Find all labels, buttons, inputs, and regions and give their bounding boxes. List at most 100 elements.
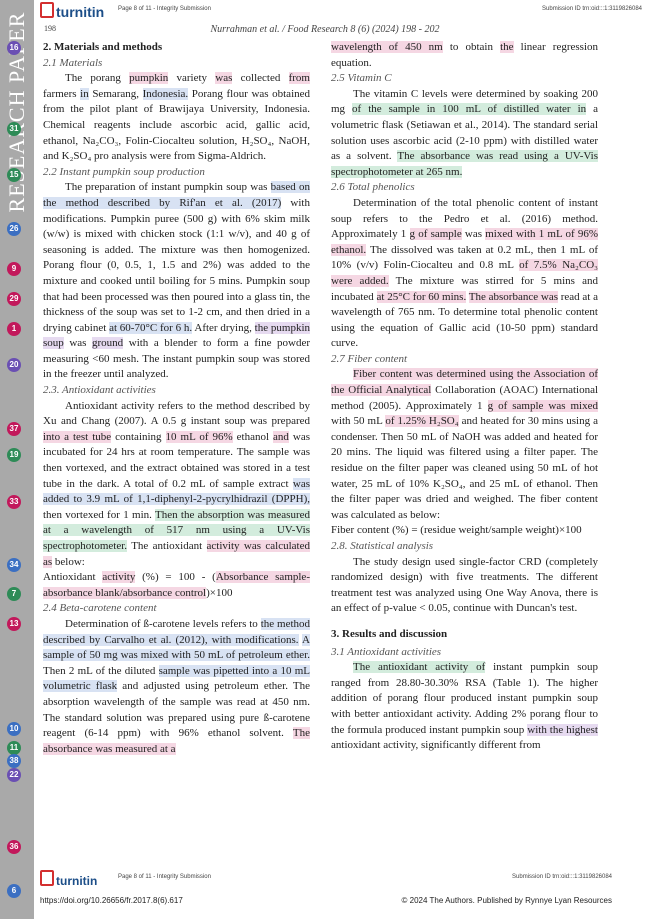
text-segment: into a test tube (43, 430, 112, 443)
page-number: 198 (44, 24, 56, 33)
text-segment: with 50 mL (331, 415, 386, 428)
footer-turnitin-logo: turnitin (40, 870, 97, 888)
text-segment: and (273, 430, 289, 443)
section-heading: 2. Materials and methods (43, 41, 163, 53)
text-segment: The study design used single-factor CRD … (331, 555, 598, 615)
text-segment: of 1.25% H₂SO₄ (385, 415, 459, 428)
text-segment: After drying, (192, 321, 255, 334)
text-segment: and heated for 30 mins using a condenser… (331, 415, 598, 521)
left-column: 2. Materials and methods 2.1 Materials T… (43, 40, 311, 757)
text-segment: with modifications. Pumpkin puree (500 g… (43, 196, 310, 334)
match-marker[interactable]: 11 (7, 741, 21, 755)
text-segment: The dissolved was taken at 0.2 mL, then … (331, 243, 598, 272)
paragraph: Fiber content was determined using the A… (331, 367, 598, 523)
paragraph: The porang pumpkin variety was collected… (43, 71, 310, 165)
paragraph: Antioxidant activity refers to the metho… (43, 399, 310, 571)
text-segment: at 25°C for 60 mins. (376, 290, 467, 303)
paragraph: wavelength of 450 nm to obtain the linea… (331, 40, 598, 71)
text-segment: and adjusted using petroleum ether. The … (43, 680, 310, 740)
text-segment: The vitamin C levels were determined by … (331, 87, 598, 116)
text-segment: wavelength of 450 nm (331, 41, 443, 53)
text-segment: (%) = 100 - ( (135, 571, 216, 584)
match-marker[interactable]: 26 (7, 222, 21, 236)
subsection-heading: 2.7 Fiber content (331, 352, 408, 365)
doi-link[interactable]: https://doi.org/10.26656/fr.2017.8(6).61… (40, 896, 183, 905)
match-marker[interactable]: 33 (7, 495, 21, 509)
subsection-heading: 2.6 Total phenolics (331, 181, 415, 194)
match-marker[interactable]: 13 (7, 617, 21, 631)
right-column: wavelength of 450 nm to obtain the linea… (331, 40, 599, 754)
text-segment: The mixture was stirred for 5 mins and i… (331, 274, 598, 303)
paragraph: Determination of the total phenolic cont… (331, 196, 599, 352)
text-segment: containing (111, 430, 166, 443)
match-marker[interactable]: 15 (7, 168, 21, 182)
match-marker[interactable]: 36 (7, 840, 21, 854)
text-segment: with a blender to form a fine powder mea… (43, 337, 310, 381)
text-segment: was incubated for 24 hrs at room tempera… (43, 430, 310, 490)
text-segment: Determination of ß-carotene levels refer… (65, 617, 261, 630)
text-segment: activity (102, 571, 136, 584)
turnitin-icon (40, 2, 54, 18)
match-marker[interactable]: 34 (7, 558, 21, 572)
copyright: © 2024 The Authors. Published by Rynnye … (401, 896, 612, 905)
match-marker[interactable]: 19 (7, 448, 21, 462)
match-marker[interactable]: 9 (7, 262, 21, 276)
match-marker[interactable]: 10 (7, 722, 21, 736)
match-marker[interactable]: 6 (7, 884, 21, 898)
text-segment: to obtain (442, 41, 501, 53)
subsection-heading: 2.5 Vitamin C (331, 72, 392, 85)
page-info: Page 8 of 11 - Integrity Submission (118, 6, 211, 12)
text-segment: below: (52, 555, 85, 568)
text-segment: variety (168, 72, 216, 85)
text-segment: collected (232, 72, 289, 85)
match-marker[interactable]: 20 (7, 358, 21, 372)
text-segment: with the highest (527, 723, 598, 736)
match-marker[interactable]: 1 (7, 322, 21, 336)
submission-id: Submission ID trn:oid:::1:3119826084 (542, 6, 642, 12)
text-segment: ground (92, 337, 124, 350)
text-segment: Indonesia. (142, 87, 189, 100)
text-segment: Antioxidant (43, 571, 103, 584)
match-marker[interactable]: 29 (7, 292, 21, 306)
text-segment: the (500, 41, 514, 53)
text-segment: a volumetric flask (Setiawan et al., 201… (331, 103, 599, 163)
text-segment: The preparation of instant pumpkin soup … (65, 181, 271, 194)
text-segment: The antioxidant activity of (353, 661, 486, 674)
match-marker[interactable]: 16 (7, 41, 21, 55)
text-segment: then vortexed for 1 min. (43, 508, 155, 521)
text-segment: instant pumpkin soup ranged from 28.80-3… (331, 661, 598, 736)
text-segment: in (80, 87, 89, 100)
text-segment: was (461, 228, 486, 241)
match-marker[interactable]: 37 (7, 422, 21, 436)
footer-page-info: Page 8 of 11 - Integrity Submission (118, 874, 211, 880)
text-segment: The porang (65, 72, 130, 85)
match-marker[interactable]: 7 (7, 587, 21, 601)
subsection-heading: 2.1 Materials (43, 56, 103, 69)
text-segment: g of sample (409, 228, 462, 241)
paragraph: The vitamin C levels were determined by … (331, 87, 598, 181)
header: turnitin Page 8 of 11 - Integrity Submis… (34, 0, 650, 40)
text-segment: of the sample in 100 mL of distilled wat… (352, 103, 587, 116)
text-segment: at 60-70°C for 6 h. (109, 321, 193, 334)
text-segment: read at a wavelength of 765 nm. To deter… (331, 290, 599, 350)
footer-submission-id: Submission ID trn:oid:::1:3119826084 (512, 874, 612, 880)
equation: Fiber content (%) = (residue weight/samp… (331, 524, 582, 537)
text-segment: pumpkin (129, 72, 169, 85)
text-segment: Antioxidant activity refers to the metho… (43, 399, 310, 428)
text-segment: 10 mL of 96% (165, 430, 233, 443)
match-marker[interactable]: 31 (7, 122, 21, 136)
subsection-heading: 2.8. Statistical analysis (331, 540, 434, 552)
section-heading: 3. Results and discussion (331, 627, 448, 640)
paragraph: The preparation of instant pumpkin soup … (43, 180, 311, 383)
text-segment: g of sample was mixed (487, 399, 598, 412)
text-segment: Semarang, (88, 87, 143, 100)
subsection-heading: 2.2 Instant pumpkin soup production (43, 165, 205, 178)
text-segment: The absorbance was (468, 290, 558, 303)
equation: Antioxidant activity (%) = 100 - (Absorb… (43, 570, 310, 601)
match-marker[interactable]: 22 (7, 768, 21, 782)
text-segment: from (288, 72, 310, 85)
text-segment: antioxidant activity, significantly diff… (331, 739, 541, 752)
text-segment: was (63, 337, 93, 350)
match-marker[interactable]: 38 (7, 754, 21, 768)
paragraph: Determination of ß-carotene levels refer… (43, 617, 311, 757)
